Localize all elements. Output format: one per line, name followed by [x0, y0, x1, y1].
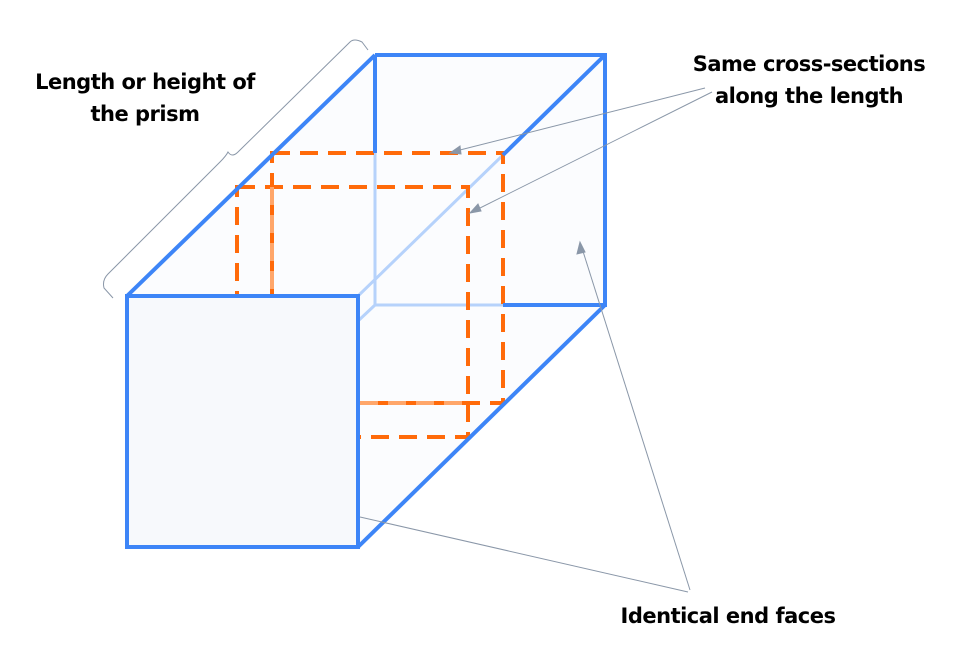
back-face-outline	[375, 53, 607, 307]
arrowhead-icon	[576, 240, 586, 255]
cross-sections-label-line2: along the length	[714, 84, 904, 108]
length-brace	[103, 39, 369, 299]
length-label-line2: the prism	[90, 102, 200, 126]
cross-sections-label: Same cross-sections along the length	[676, 48, 942, 112]
length-label: Length or height of the prism	[22, 66, 268, 130]
bottom-right-edge	[356, 303, 607, 549]
arrowhead-icon	[448, 145, 462, 155]
top-left-edge	[125, 53, 377, 298]
arrow-line-end-face-back	[580, 244, 691, 591]
cross-sections-label-line1: Same cross-sections	[692, 52, 926, 76]
cross-section-back	[270, 151, 505, 405]
hidden-edge-diagonal	[356, 303, 377, 323]
top-right-edge-hidden	[356, 153, 505, 298]
arrowhead-icon	[468, 203, 482, 214]
top-right-edge	[501, 53, 607, 157]
length-label-line1: Length or height of	[35, 70, 255, 94]
arrow-line-end-face-front	[359, 516, 689, 593]
arrow-line-cross-section-2	[471, 91, 713, 213]
arrow-line-cross-section-1	[451, 87, 706, 153]
end-faces-label: Identical end faces	[620, 604, 836, 628]
front-end-face	[125, 294, 360, 549]
